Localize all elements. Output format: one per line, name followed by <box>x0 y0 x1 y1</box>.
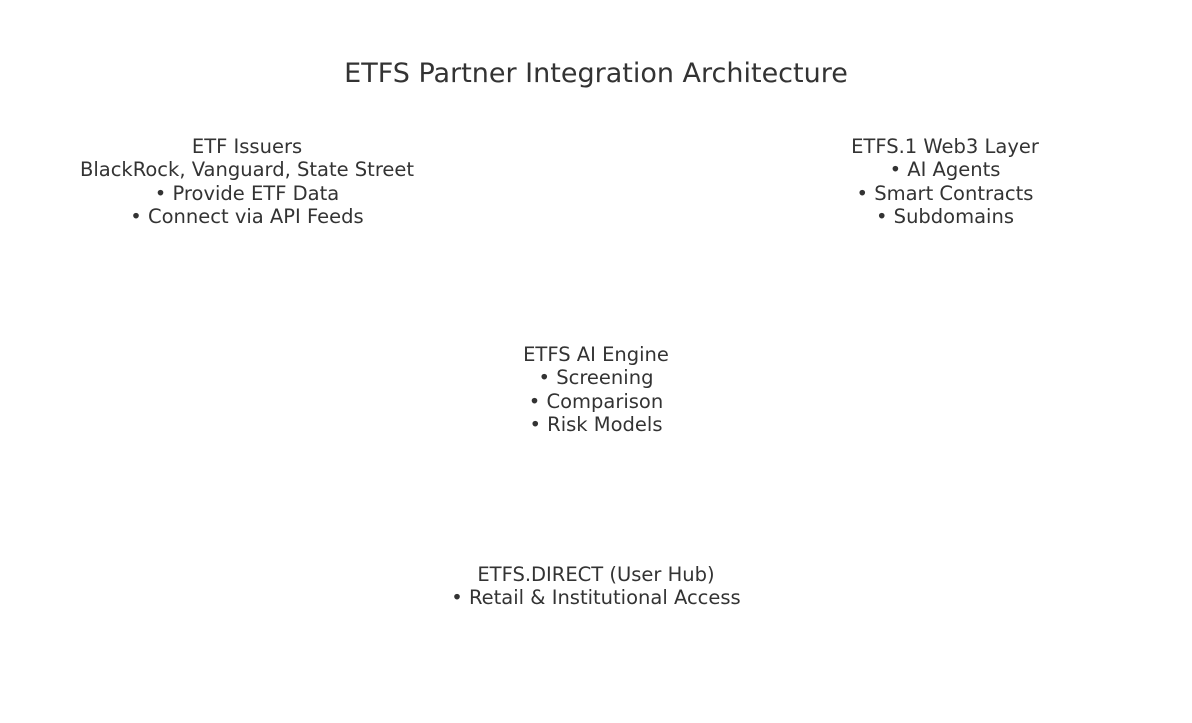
node-heading: ETFS AI Engine <box>523 343 669 366</box>
node-line: • Retail & Institutional Access <box>451 586 741 610</box>
node-etf-issuers: ETF Issuers BlackRock, Vanguard, State S… <box>80 135 414 229</box>
node-line: • AI Agents <box>889 158 1001 182</box>
node-line: • Provide ETF Data <box>154 181 340 205</box>
node-web3-layer: ETFS.1 Web3 Layer • AI Agents • Smart Co… <box>851 135 1039 229</box>
diagram-title: ETFS Partner Integration Architecture <box>344 58 848 89</box>
node-line: • Connect via API Feeds <box>130 205 364 229</box>
node-ai-engine: ETFS AI Engine • Screening • Comparison … <box>523 343 669 437</box>
node-line: • Risk Models <box>529 413 663 437</box>
node-line: • Subdomains <box>875 205 1014 229</box>
node-user-hub: ETFS.DIRECT (User Hub) • Retail & Instit… <box>451 563 740 610</box>
node-heading: ETFS.DIRECT (User Hub) <box>477 563 715 586</box>
node-line: • Comparison <box>528 389 664 413</box>
node-line: • Screening <box>538 366 654 390</box>
node-heading: ETF Issuers <box>191 135 303 158</box>
node-heading: ETFS.1 Web3 Layer <box>851 135 1039 158</box>
node-line: • Smart Contracts <box>856 181 1034 205</box>
node-line: BlackRock, Vanguard, State Street <box>79 158 415 182</box>
